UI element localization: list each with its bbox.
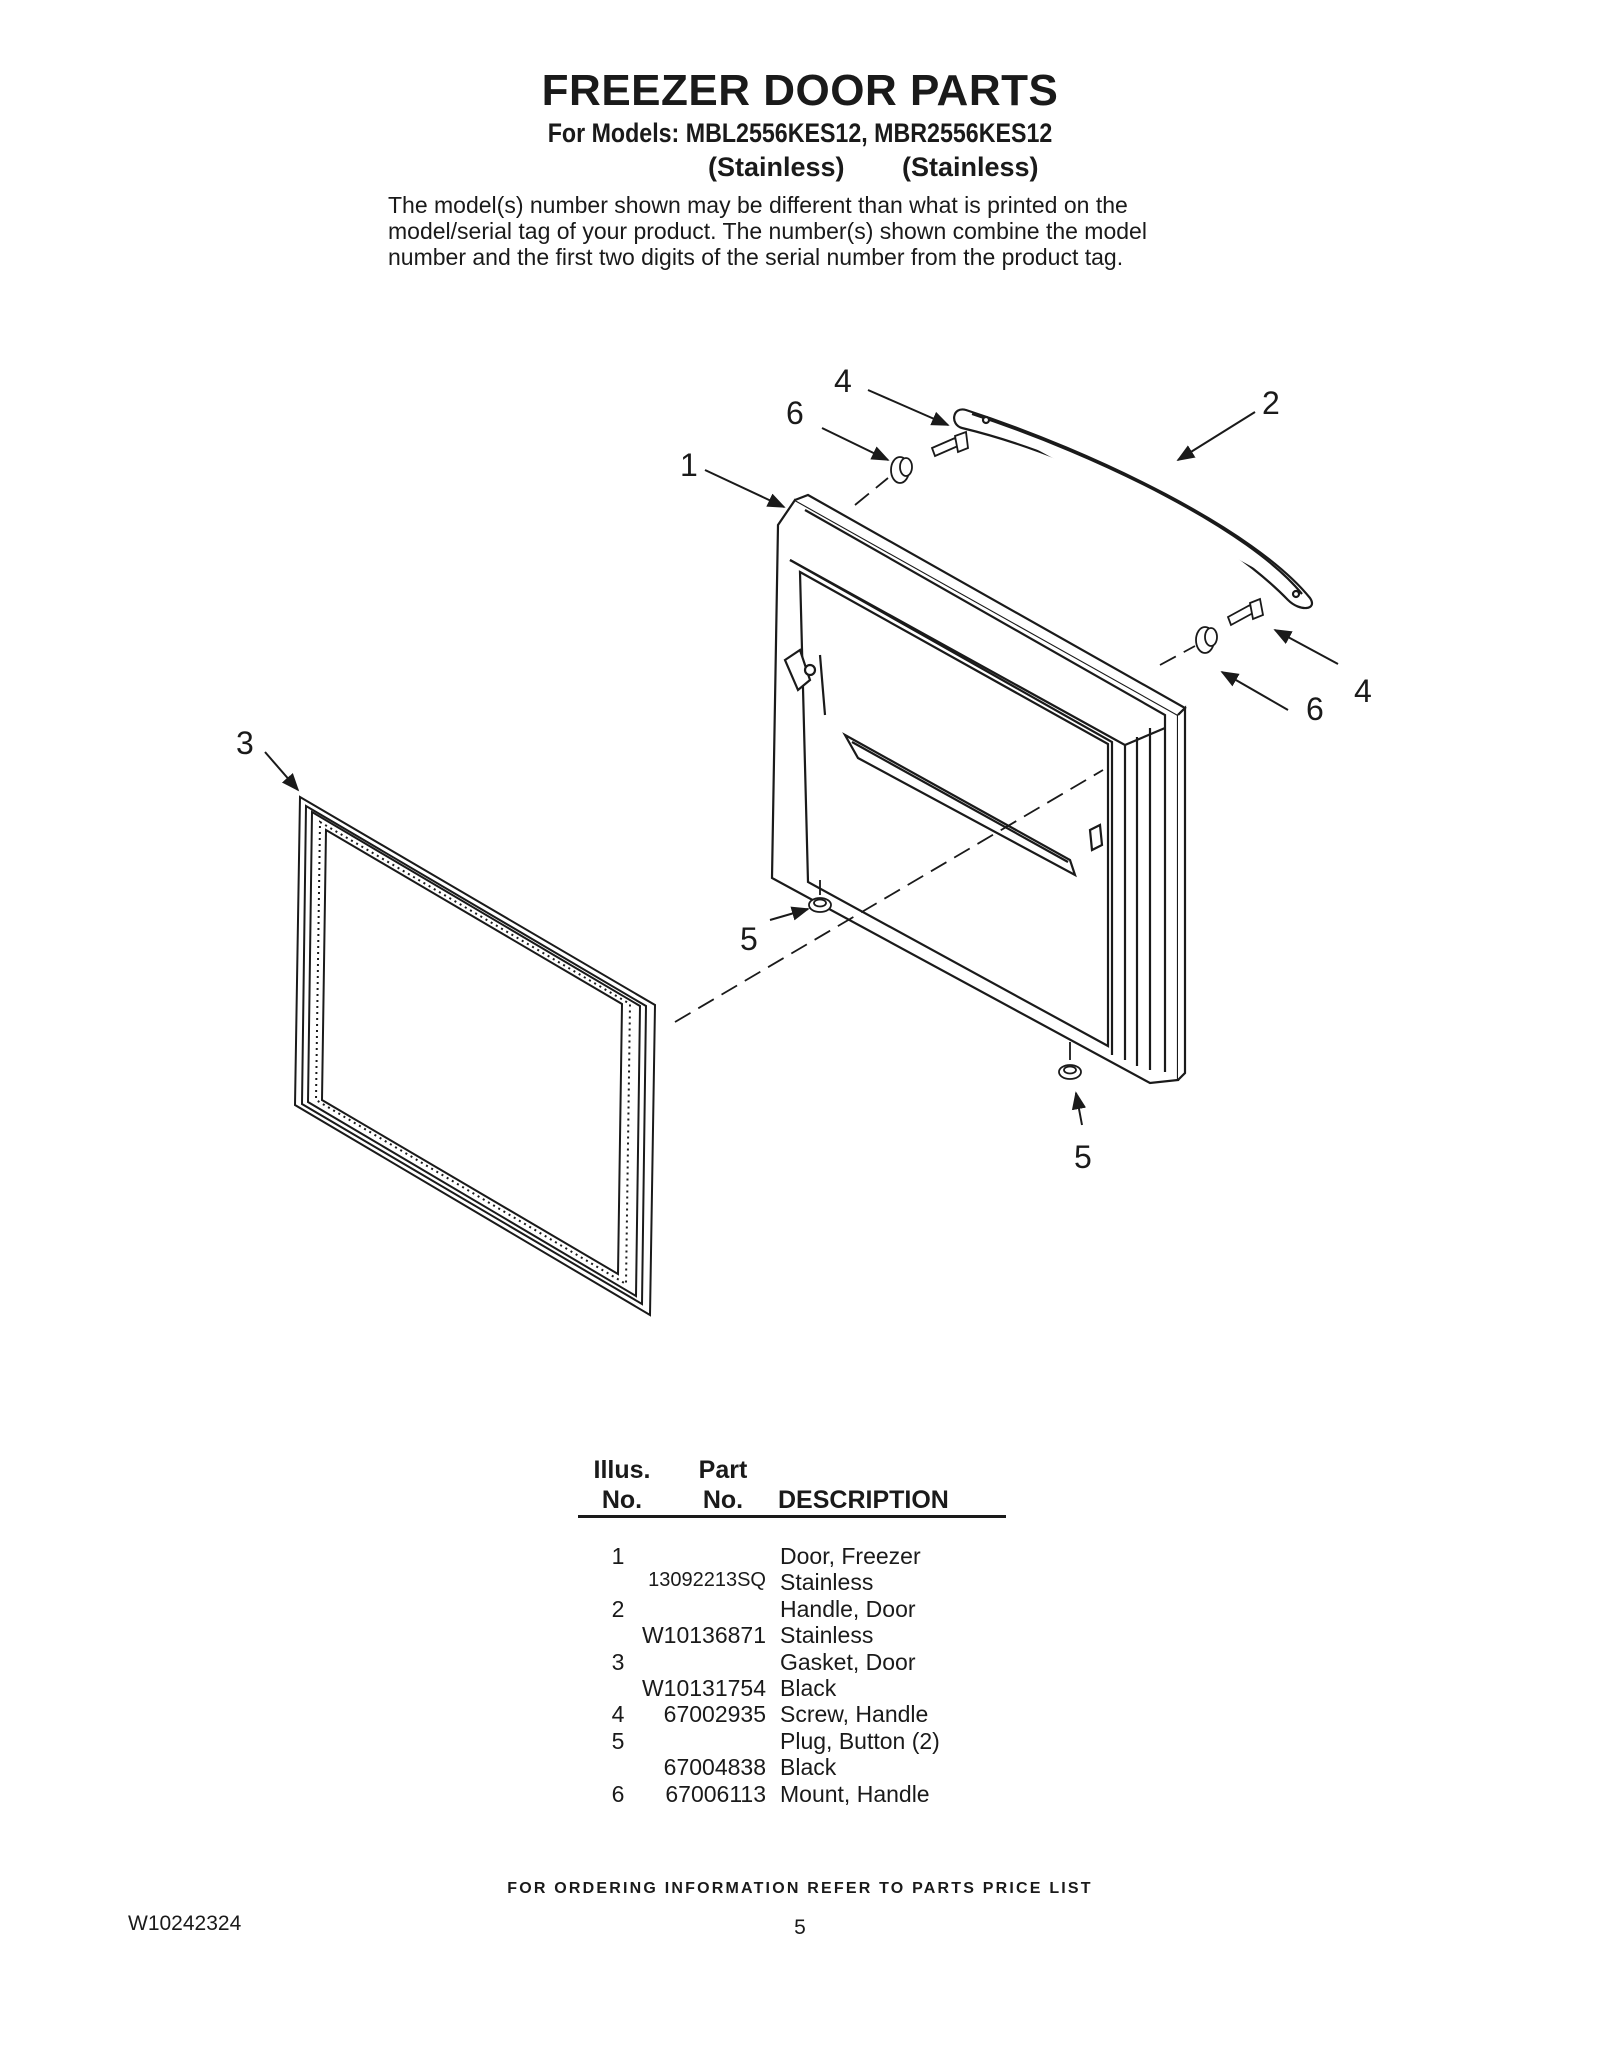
callout-4-top: 4	[834, 363, 852, 399]
description: Stainless	[780, 1622, 874, 1649]
description: Stainless	[780, 1569, 874, 1596]
callout-6-right: 6	[1306, 691, 1324, 727]
freezer-door	[770, 493, 1187, 1085]
callout-numbers: 1 2 3 4 4 5 5 6 6	[236, 363, 1372, 1175]
description: Black	[780, 1674, 837, 1701]
part-no: 67004838	[663, 1754, 766, 1781]
callout-5-bottom: 5	[1074, 1139, 1092, 1175]
illus-no: 4	[611, 1701, 625, 1728]
exploded-parts-diagram: 1 2 3 4 4 5 5 6 6	[236, 363, 1372, 1317]
description: Plug, Button (2)	[780, 1727, 940, 1754]
table-rule	[578, 1515, 1006, 1518]
callout-6-top: 6	[786, 395, 804, 431]
illus-no: 3	[611, 1648, 625, 1675]
model-number-note: The model(s) number shown may be differe…	[388, 192, 1147, 270]
callout-3: 3	[236, 725, 254, 761]
illus-no: 5	[611, 1727, 625, 1754]
model-variant-2: (Stainless)	[902, 152, 1039, 182]
page-number: 5	[794, 1916, 806, 1939]
assembly-lines	[674, 477, 1196, 1060]
description: Handle, Door	[780, 1595, 916, 1622]
callout-2: 2	[1262, 385, 1280, 421]
description: Screw, Handle	[780, 1701, 929, 1728]
description: Mount, Handle	[780, 1780, 930, 1807]
header-illus-no: Illus. No.	[593, 1456, 651, 1514]
callout-leaders	[264, 389, 1339, 1126]
document-number: W10242324	[128, 1912, 242, 1935]
part-no: 67006113	[665, 1780, 766, 1807]
callout-1: 1	[680, 447, 698, 483]
page-title: FREEZER DOOR PARTS	[541, 66, 1059, 115]
door-handle	[953, 408, 1313, 610]
model-variant-1: (Stainless)	[708, 152, 845, 182]
ordering-info: FOR ORDERING INFORMATION REFER TO PARTS …	[507, 1880, 1093, 1897]
handle-mount	[890, 456, 1218, 654]
description: Door, Freezer	[780, 1543, 921, 1569]
illus-no: 2	[611, 1595, 625, 1622]
handle-screw	[930, 430, 1265, 627]
part-no: W10131754	[641, 1674, 766, 1701]
part-no: 67002935	[663, 1701, 766, 1728]
illus-no: 1	[611, 1543, 625, 1569]
description: Black	[780, 1754, 837, 1781]
button-plug	[808, 897, 1082, 1080]
part-no: 13092213SQ	[648, 1569, 766, 1592]
header-part-no: Part No.	[698, 1456, 748, 1514]
callout-4-right: 4	[1354, 673, 1372, 709]
door-gasket	[293, 795, 657, 1317]
callout-5-left: 5	[740, 921, 758, 957]
model-list: For Models: MBL2556KES12, MBR2556KES12	[547, 118, 1053, 148]
header-description: DESCRIPTION	[778, 1486, 949, 1514]
illus-no: 6	[611, 1780, 625, 1807]
description: Gasket, Door	[780, 1648, 916, 1675]
part-no: W10136871	[641, 1622, 766, 1649]
